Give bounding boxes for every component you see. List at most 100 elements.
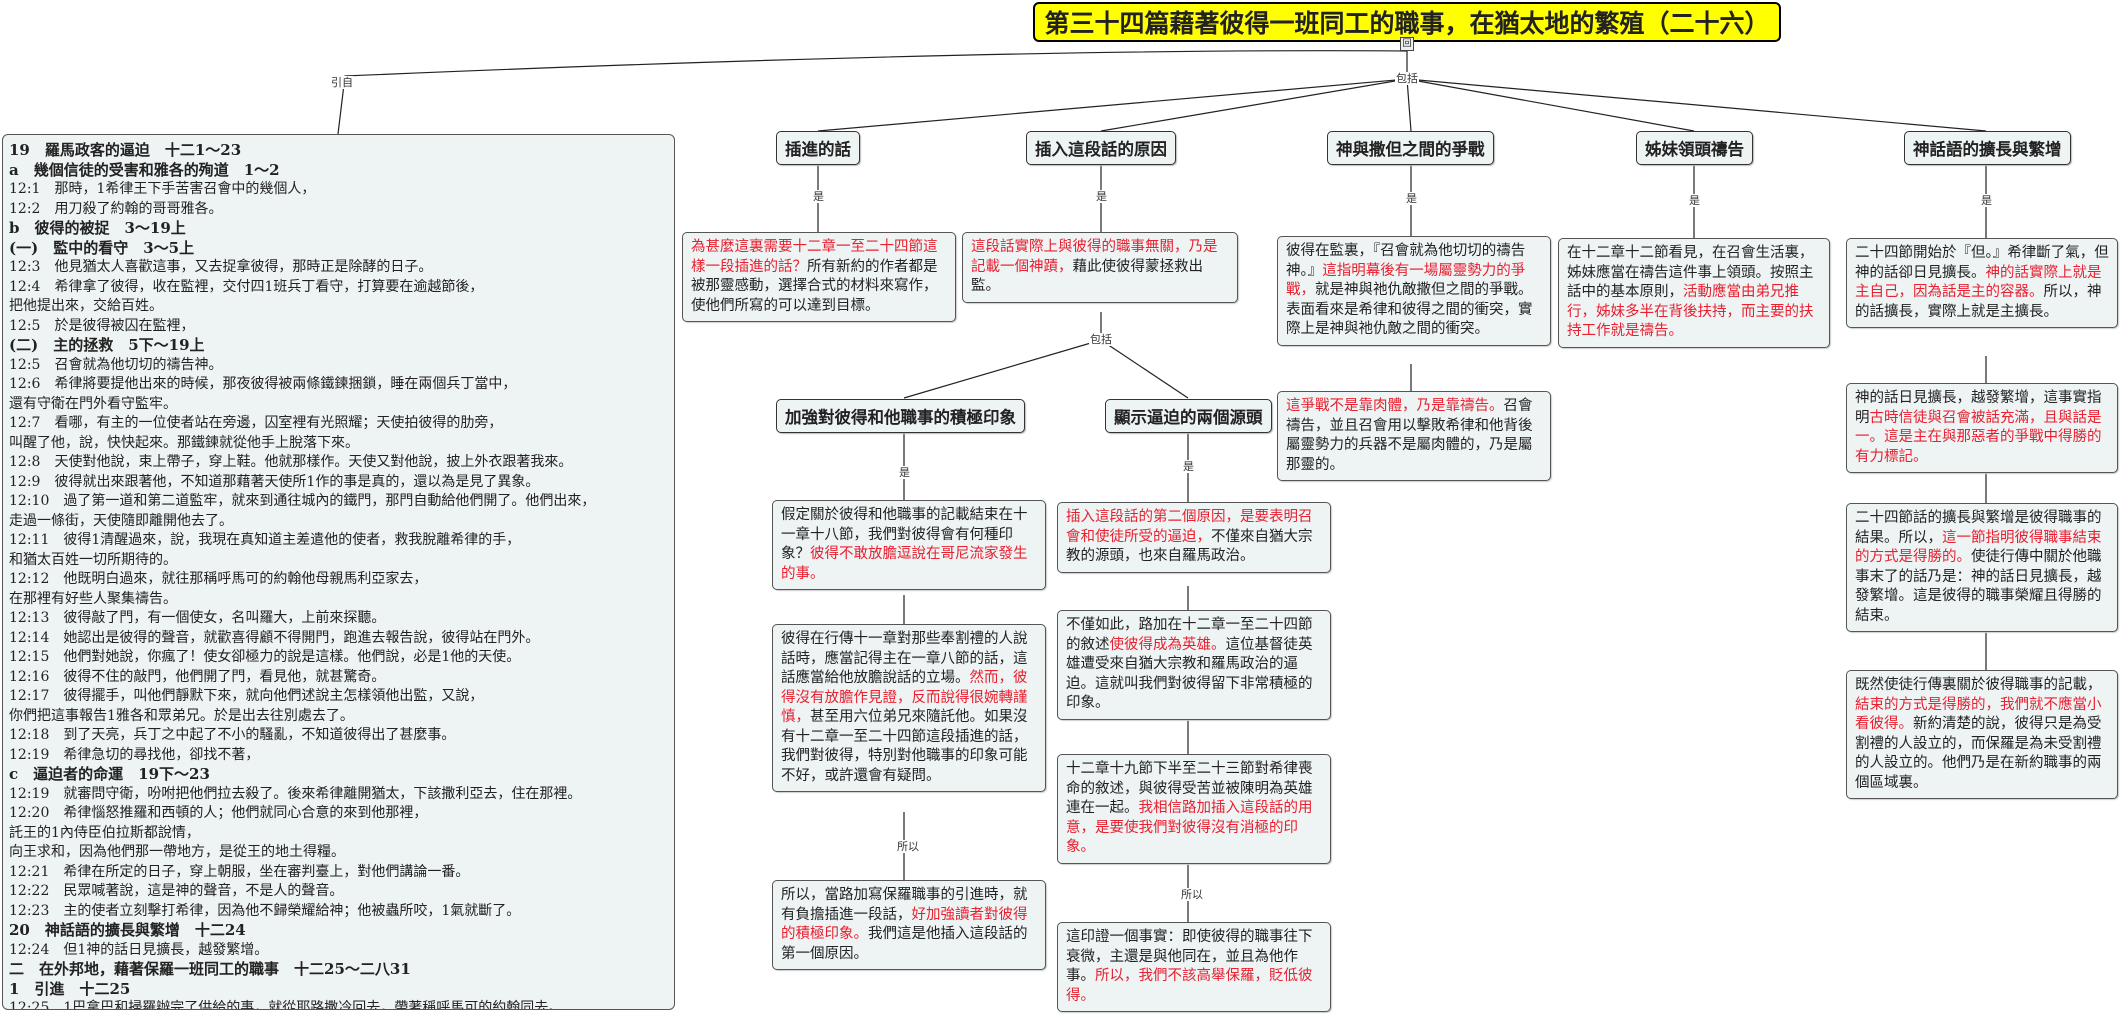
outline-heading: 二 在外邦地，藉著保羅一班同工的職事 十二25～二八31	[9, 960, 411, 978]
highlighted-text: 結束的方式是得勝的，我們就不應當小看彼得。	[1855, 696, 2102, 733]
outline-verse: 12:3 他見猶太人喜歡這事，又去捉拿彼得，那時正是除酵的日子。	[9, 259, 433, 275]
branch-title-spiritual-warfare[interactable]: 神與撒但之間的爭戰	[1327, 131, 1494, 165]
note-text: 十二章十九節下半至二十三節對希律喪命的敘述，與彼得受苦並被陳明為英雄連在一起。	[1066, 761, 1313, 816]
outline-heading: c 逼迫者的命運 19下～23	[9, 765, 210, 783]
outline-verse: 12:7 看哪，有主的一位使者站在旁邊，囚室裡有光照耀；天使拍彼得的肋旁，	[9, 415, 503, 431]
outline-verse: 12:8 天使對他說，束上帶子，穿上鞋。他就那樣作。天使又對他說，披上外衣跟著我…	[9, 454, 573, 470]
outline-verse: 12:15 他們對她說，你瘋了！使女卻極力的說是這樣。他們說，必是1他的天使。	[9, 649, 521, 665]
link-label-cite: 引自	[330, 76, 354, 89]
note-text: 不僅來自猶大宗教的源頭，也來自羅馬政治。	[1066, 528, 1313, 565]
outline-heading: (一) 監中的看守 3～5上	[9, 238, 195, 257]
link-label-include: 包括	[1395, 72, 1419, 85]
outline-verse: 12:21 希律在所定的日子，穿上朝服，坐在審判臺上，對他們講論一番。	[9, 863, 470, 880]
note-text: 使徒行傳中關於他職事末了的話乃是：神的話日見擴長，越發繁增。這是彼得的職事榮耀且…	[1855, 549, 2102, 624]
highlighted-text: 然而，彼得沒有放膽作見證，反而說得很婉轉謹慎，	[781, 670, 1028, 725]
highlighted-text: 插入這段話的第二個原因，是要表明召會和使徒所受的逼迫，	[1066, 509, 1313, 545]
outline-verse: 12:4 希律拿了彼得，收在監裡，交付四1班兵丁看守，打算要在逾越節後，	[9, 278, 484, 295]
branch-title-word-spread[interactable]: 神話語的擴長與繁增	[1904, 131, 2071, 165]
outline-verse: 12:13 彼得敲了門，有一個使女，名叫羅大，上前來探聽。	[9, 610, 386, 626]
outline-heading: 1 引進 十二25	[9, 979, 131, 998]
highlighted-text: 所以，我們不該高舉保羅，貶低彼得。	[1066, 968, 1313, 1004]
subtopic-title-two-sources[interactable]: 顯示逼迫的兩個源頭	[1105, 399, 1272, 433]
subtopic-title-positive-impression[interactable]: 加強對彼得和他職事的積極印象	[776, 399, 1025, 433]
link-label-include-2: 包括	[1089, 333, 1113, 346]
highlighted-text: 彼得不敢放膽逗說在哥尼流家發生的事。	[781, 546, 1028, 582]
branch-note[interactable]: 彼得在監裏，『召會就為他切切的禱告神。』這指明幕後有一場屬靈勢力的爭戰，就是神與…	[1277, 236, 1551, 346]
branch-title-sisters-prayer[interactable]: 姊妹領頭禱告	[1636, 131, 1753, 165]
highlighted-text: 這爭戰不是靠肉體，乃是靠禱告。	[1286, 398, 1504, 414]
branch-note[interactable]: 二十四節開始於『但。』希律斷了氣，但神的話卻日見擴長。神的話實際上就是主自己，因…	[1846, 238, 2118, 328]
branch-note[interactable]: 這段話實際上與彼得的職事無關，乃是記載一個神蹟，藉此使彼得蒙拯救出監。	[962, 232, 1238, 303]
outline-verse: 12:24 但1神的話日見擴長，越發繁增。	[9, 941, 269, 958]
branch-title-inserted-word[interactable]: 插進的話	[776, 131, 860, 165]
outline-verse: 和猶太百姓一切所期待的。	[9, 551, 177, 568]
note-text: 就是神與祂仇敵撒但之間的爭戰。表面看來是希律和彼得之間的衝突，實際上是神與祂仇敵…	[1286, 282, 1533, 337]
highlighted-text: 好加強讀者對彼得的積極印象。	[781, 906, 1028, 943]
outline-verse: 在那裡有好些人聚集禱告。	[9, 590, 177, 607]
note-text: 新約清楚的說，彼得只是為受割禮的人設立的，而保羅是為未受割禮的人設立的。他們乃是…	[1855, 716, 2102, 791]
note-text: 召會禱告，並且召會用以擊敗希律和他背後屬靈勢力的兵器不是屬肉體的，乃是屬那靈的。	[1286, 398, 1533, 473]
outline-heading: (二) 主的拯救 5下～19上	[9, 336, 205, 354]
outline-verse: 把他提出來，交給百姓。	[9, 298, 163, 314]
note-text: 二十四節話的擴長與繁增是彼得職事的結果。所以，	[1855, 510, 2102, 546]
outline-heading: 19 羅馬政客的逼迫 十二1～23	[9, 141, 242, 159]
branch-note[interactable]: 神的話日見擴長，越發繁增，這事實指明古時信徒與召會被話充滿，且與話是一。這是主在…	[1846, 383, 2118, 473]
note-text: 既然使徒行傳裏關於彼得職事的記載，	[1855, 677, 2102, 693]
note-text: 假定關於彼得和他職事的記載結束在十一章十八節，我們對彼得會有何種印象？	[781, 507, 1028, 562]
branch-note[interactable]: 為甚麼這裏需要十二章一至二十四節這樣一段插進的話？所有新約的作者都是被那靈感動，…	[682, 232, 956, 322]
note-text: 彼得在行傳十一章對那些奉割禮的人說話時，應當記得主在一章八節的話，這話應當給他放…	[781, 631, 1028, 686]
branch-note[interactable]: 這爭戰不是靠肉體，乃是靠禱告。召會禱告，並且召會用以擊敗希律和他背後屬靈勢力的兵…	[1277, 391, 1551, 481]
collapse-toggle-icon[interactable]: 回	[1400, 37, 1414, 51]
subtopic-note[interactable]: 假定關於彼得和他職事的記載結束在十一章十八節，我們對彼得會有何種印象？彼得不敢放…	[772, 500, 1046, 590]
subtopic-note[interactable]: 這印證一個事實：即使彼得的職事往下衰微，主還是與他同在，並且為他作事。所以，我們…	[1057, 922, 1331, 1012]
note-text: 不僅如此，路加在十二章一至二十四節的敘述	[1066, 617, 1313, 653]
note-text: 所以，當路加寫保羅職事的引進時，就有負擔插進一段話，	[781, 887, 1028, 923]
note-text: 神的話日見擴長，越發繁增，這事實指明	[1855, 390, 2102, 426]
link-label-therefore: 所以	[896, 840, 920, 853]
outline-heading: b 彼得的被捉 3～19上	[9, 219, 186, 237]
subtopic-note[interactable]: 所以，當路加寫保羅職事的引進時，就有負擔插進一段話，好加強讀者對彼得的積極印象。…	[772, 880, 1046, 970]
highlighted-text: 這一節指明彼得職事結束的方式是得勝的。	[1855, 529, 2102, 566]
outline-verse: 向王求和，因為他們那一帶地方，是從王的地土得糧。	[9, 844, 345, 860]
outline-verse: 12:14 她認出是彼得的聲音，就歡喜得顧不得開門，跑進去報告說，彼得站在門外。	[9, 629, 540, 646]
highlighted-text: 這指明幕後有一場屬靈勢力的爭戰，	[1286, 262, 1526, 299]
note-text: 所有新約的作者都是被那靈感動，選擇合式的材料來寫作，使他們所寫的可以達到目標。	[691, 258, 938, 314]
link-label-is: 是	[812, 190, 825, 203]
link-label-therefore: 所以	[1180, 888, 1204, 901]
highlighted-text: 為甚麼這裏需要十二章一至二十四節這樣一段插進的話？	[691, 239, 938, 275]
subtopic-note[interactable]: 彼得在行傳十一章對那些奉割禮的人說話時，應當記得主在一章八節的話，這話應當給他放…	[772, 624, 1046, 792]
outline-heading: 20 神話語的擴長與繁增 十二24	[9, 921, 246, 939]
note-text: 二十四節開始於『但。』希律斷了氣，但神的話卻日見擴長。	[1855, 245, 2109, 281]
link-label-is: 是	[1095, 190, 1108, 203]
outline-verse: 叫醒了他，說，快快起來。那鐵鍊就從他手上脫落下來。	[9, 434, 359, 451]
highlighted-text: 神的話實際上就是主自己，因為話是主的容器。	[1855, 264, 2102, 301]
outline-verse: 12:2 用刀殺了約翰的哥哥雅各。	[9, 200, 223, 217]
outline-verse: 託王的1內侍臣伯拉斯都說情，	[9, 824, 200, 841]
note-text: 所以，神的話擴長，實際上就是主擴長。	[1855, 284, 2102, 320]
subtopic-note[interactable]: 十二章十九節下半至二十三節對希律喪命的敘述，與彼得受苦並被陳明為英雄連在一起。我…	[1057, 754, 1331, 864]
outline-verse: 還有守衛在門外看守監牢。	[9, 395, 177, 412]
subtopic-note[interactable]: 插入這段話的第二個原因，是要表明召會和使徒所受的逼迫，不僅來自猶大宗教的源頭，也…	[1057, 502, 1331, 573]
note-text: 我們這是他插入這段話的第一個原因。	[781, 926, 1028, 962]
outline-verse: 12:12 他既明白過來，就往那稱呼馬可的約翰他母親馬利亞家去，	[9, 571, 428, 587]
outline-verse: 12:5 召會就為他切切的禱告神。	[9, 356, 223, 373]
outline-verse: 12:1 那時，1希律王下手苦害召會中的幾個人，	[9, 181, 316, 197]
note-text: 甚至用六位弟兄來隨託他。如果沒有十二章一至二十四節這段插進的話，我們對彼得，特別…	[781, 709, 1028, 784]
branch-note[interactable]: 二十四節話的擴長與繁增是彼得職事的結果。所以，這一節指明彼得職事結束的方式是得勝…	[1846, 503, 2118, 632]
outline-verse: 12:22 民眾喊著說，這是神的聲音，不是人的聲音。	[9, 883, 344, 899]
branch-note[interactable]: 既然使徒行傳裏關於彼得職事的記載， 結束的方式是得勝的，我們就不應當小看彼得。新約…	[1846, 670, 2118, 799]
branch-title-reason[interactable]: 插入這段話的原因	[1026, 131, 1176, 165]
outline-verse: 12:25 1巴拿巴和掃羅辦完了供給的事，就從耶路撒冷回去，帶著稱呼馬可的約翰同…	[9, 1000, 563, 1010]
highlighted-text: 這段話實際上與彼得的職事無關，乃是記載一個神蹟，	[971, 239, 1218, 275]
highlighted-text: 我相信路加插入這段話的用意，是要使我們對彼得沒有消極的印象。	[1066, 800, 1313, 855]
subtopic-note[interactable]: 不僅如此，路加在十二章一至二十四節的敘述使彼得成為英雄。這位基督徒英雄遭受來自猶…	[1057, 610, 1331, 720]
root-topic[interactable]: 第三十四篇藉著彼得一班同工的職事，在猶太地的繁殖（二十六）	[1033, 2, 1781, 42]
note-text: 這印證一個事實：即使彼得的職事往下衰微，主還是與他同在，並且為他作事。	[1066, 929, 1313, 984]
outline-verse: 12:6 希律將要提他出來的時候，那夜彼得被兩條鐵鍊捆鎖，睡在兩個兵丁當中，	[9, 376, 517, 392]
outline-verse: 12:17 彼得擺手，叫他們靜默下來，就向他們述說主怎樣領他出監，又說，	[9, 688, 484, 704]
outline-verse: 12:11 彼得1清醒過來，說，我現在真知道主差遣他的使者，救我脫離希律的手，	[9, 532, 521, 548]
outline-heading: a 幾個信徒的受害和雅各的殉道 1～2	[9, 160, 280, 179]
branch-note[interactable]: 在十二章十二節看見，在召會生活裏，姊妹應當在禱告這件事上領頭。按照主話中的基本原…	[1558, 238, 1830, 348]
